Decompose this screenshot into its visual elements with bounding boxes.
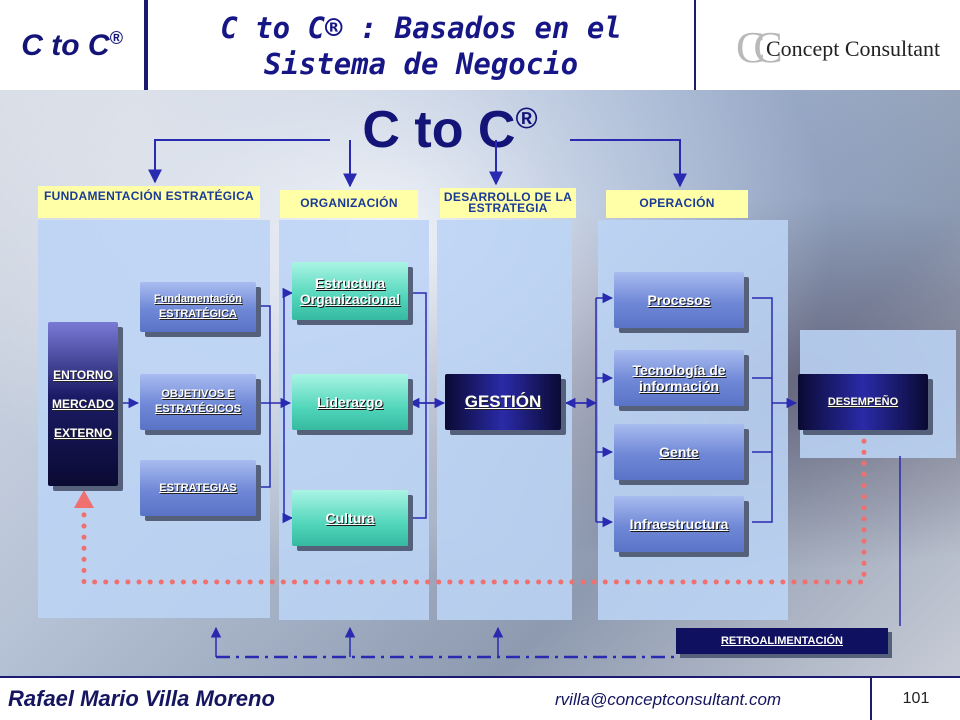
- infraestructura-box: Infraestructura: [614, 496, 744, 552]
- tecnologia-box: Tecnología de información: [614, 350, 744, 406]
- footer-author: Rafael Mario Villa Moreno: [8, 686, 275, 711]
- fundamentacion-estrategica-box: Fundamentación ESTRATÉGICA: [140, 282, 256, 332]
- estrategias-box: ESTRATEGIAS: [140, 460, 256, 516]
- estructura-box: Estructura Organizacional: [292, 262, 408, 320]
- externo-label: EXTERNO: [53, 425, 112, 440]
- logo: CC Concept Consultant: [696, 0, 960, 90]
- procesos-label: Procesos: [647, 292, 711, 308]
- cultura-label: Cultura: [325, 510, 375, 526]
- estructura-label: Estructura Organizacional: [299, 275, 401, 307]
- slide-title-line1: C to C® : Basados en el: [220, 11, 622, 45]
- header-fundamentacion: FUNDAMENTACIÓN ESTRATÉGICA: [38, 186, 260, 218]
- entorno-label: ENTORNO: [53, 367, 113, 382]
- estrategias-label: ESTRATEGIAS: [159, 481, 237, 494]
- brand-box: C to C®: [0, 0, 146, 90]
- cultura-box: Cultura: [292, 490, 408, 546]
- objetivos-box: OBJETIVOS E ESTRATÉGICOS: [140, 374, 256, 430]
- logo-text: Concept Consultant: [766, 36, 941, 61]
- header-organizacion: ORGANIZACIÓN: [280, 190, 418, 218]
- gente-box: Gente: [614, 424, 744, 480]
- footer-email: rvilla@conceptconsultant.com: [555, 690, 782, 709]
- desempeno-label: DESEMPEÑO: [827, 395, 899, 408]
- page-number: 101: [870, 676, 960, 720]
- slide-title: C to C® : Basados en el Sistema de Negoc…: [146, 0, 696, 90]
- gente-label: Gente: [659, 444, 699, 460]
- retroalimentacion-box: RETROALIMENTACIÓN: [676, 628, 888, 654]
- liderazgo-label: Liderazgo: [316, 394, 384, 410]
- fundamentacion-estrategica-label: Fundamentación ESTRATÉGICA: [153, 293, 242, 320]
- footer-bar: [0, 676, 870, 720]
- slide-title-line2: Sistema de Negocio: [263, 47, 579, 81]
- brand-text: C to C®: [21, 27, 123, 62]
- entorno-box: ENTORNO MERCADO EXTERNO: [48, 322, 118, 486]
- desempeno-box: DESEMPEÑO: [798, 374, 928, 430]
- liderazgo-box: Liderazgo: [292, 374, 408, 430]
- page-number-label: 101: [902, 690, 930, 707]
- objetivos-label: OBJETIVOS E ESTRATÉGICOS: [155, 388, 241, 415]
- tecnologia-label: Tecnología de información: [632, 362, 726, 394]
- gestion-label: GESTIÓN: [464, 392, 542, 411]
- diagram-title: C to C®: [362, 101, 538, 159]
- mercado-label: MERCADO: [52, 396, 114, 411]
- retroalimentacion-label: RETROALIMENTACIÓN: [720, 635, 843, 647]
- header-desarrollo: DESARROLLO DE LA ESTRATEGIA: [440, 188, 576, 218]
- infraestructura-label: Infraestructura: [629, 516, 729, 532]
- procesos-box: Procesos: [614, 272, 744, 328]
- gestion-box: GESTIÓN: [445, 374, 561, 430]
- header-operacion: OPERACIÓN: [606, 190, 748, 218]
